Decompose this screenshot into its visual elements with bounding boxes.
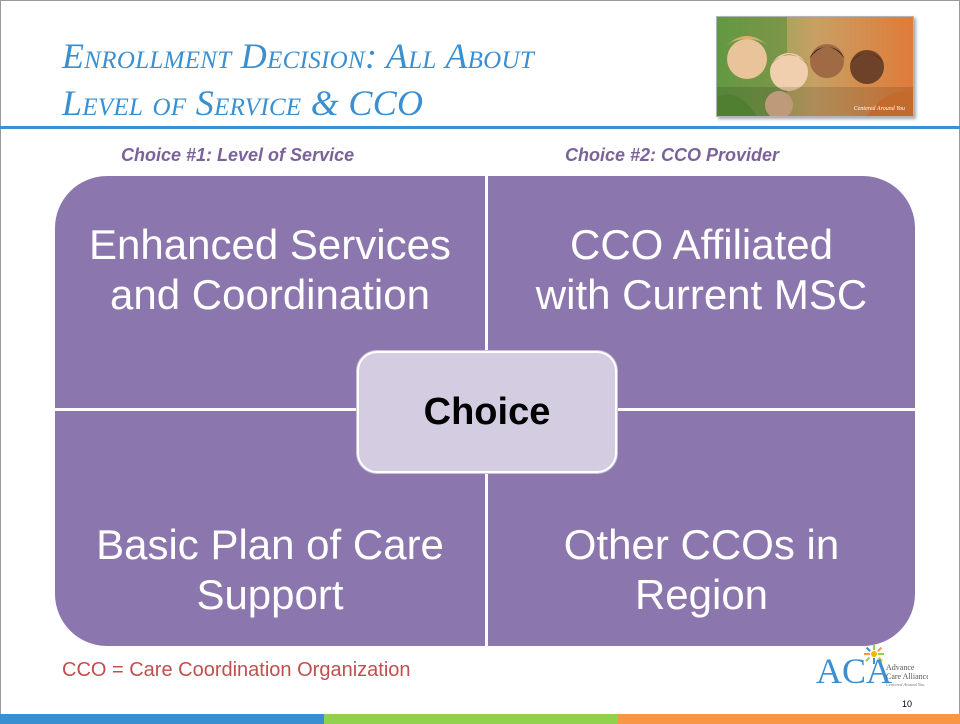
aca-logo: ACA Advance Care Alliance Centered Aroun… (816, 643, 930, 699)
quadrant-top-left-line-1: Enhanced Services (89, 221, 451, 268)
photo-caption: Centered Around You (854, 106, 905, 112)
photo-collage: Centered Around You (717, 17, 913, 116)
logo-letters: ACA (816, 651, 892, 691)
center-choice-box: Choice (357, 351, 617, 473)
header-photo: Centered Around You (716, 16, 914, 117)
quadrant-bottom-right-line-2: Region (634, 571, 769, 618)
quadrant-top-right: CCO Affiliated with Current MSC (488, 220, 915, 320)
aca-logo-graphic: ACA Advance Care Alliance Centered Aroun… (816, 644, 930, 691)
logo-tagline: Centered Around You (886, 682, 925, 687)
quadrant-top-left-line-2: and Coordination (110, 271, 430, 318)
footer-bar-blue (0, 714, 324, 724)
logo-line-1: Advance (886, 663, 915, 672)
quadrant-bottom-right: Other CCOs in Region (488, 520, 915, 620)
center-choice-label: Choice (423, 390, 551, 433)
quadrant-top-right-line-2: with Current MSC (535, 271, 868, 318)
quadrant-bottom-right-line-1: Other CCOs in (563, 521, 840, 568)
footer-bar-green (324, 714, 618, 724)
logo-line-2: Care Alliance (886, 672, 928, 681)
quadrant-bottom-left: Basic Plan of Care Support (55, 520, 485, 620)
footer-bar-orange (618, 714, 960, 724)
title-divider (0, 126, 960, 129)
starburst-icon (864, 644, 884, 664)
quadrant-bottom-left-line-2: Support (196, 571, 344, 618)
quadrant-top-left: Enhanced Services and Coordination (55, 220, 485, 320)
page-number: 10 (902, 699, 913, 709)
quadrant-top-right-line-1: CCO Affiliated (569, 221, 833, 268)
choice-2-label: Choice #2: CCO Provider (565, 145, 780, 165)
footnote: CCO = Care Coordination Organization (62, 659, 411, 681)
quadrant-bottom-left-line-1: Basic Plan of Care (96, 521, 444, 568)
slide-title: Enrollment Decision: All About Level of … (62, 33, 702, 127)
choice-1-label: Choice #1: Level of Service (121, 145, 355, 165)
title-line-2: Level of Service & CCO (62, 83, 424, 123)
title-line-1: Enrollment Decision: All About (62, 36, 535, 76)
